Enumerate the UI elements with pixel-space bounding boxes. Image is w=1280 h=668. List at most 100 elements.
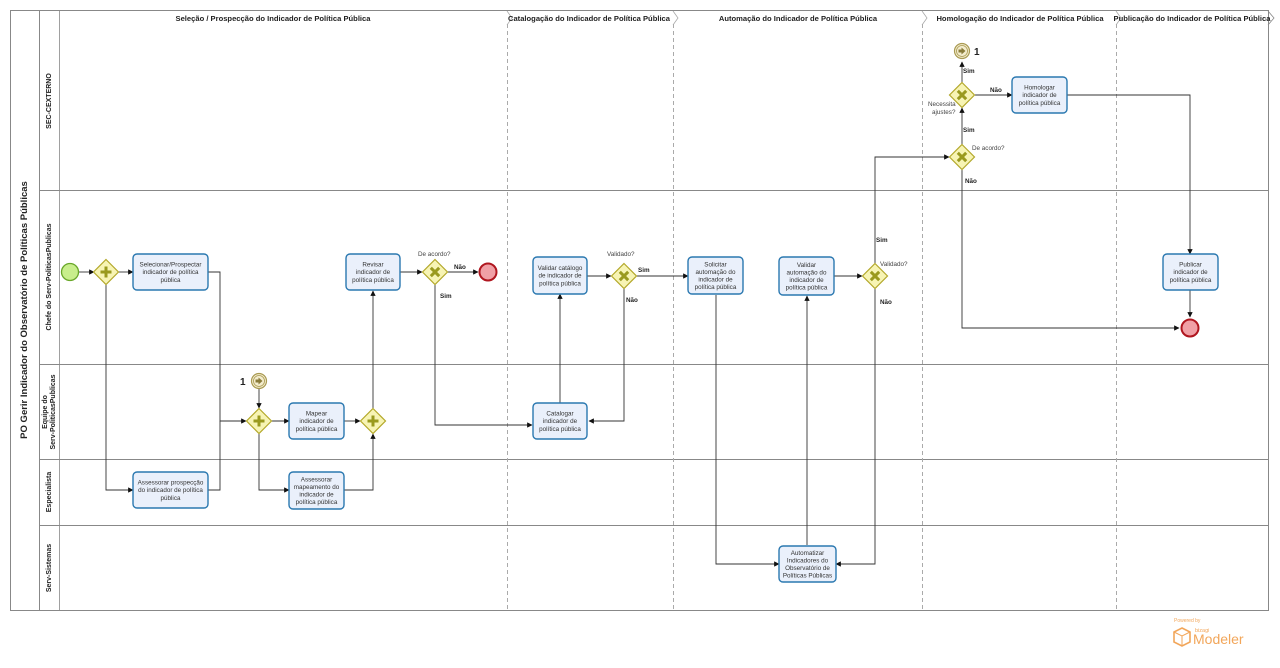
task-label-line: política pública [539,280,581,287]
flow-homologar-to-publicar [1067,94,1193,255]
start-event[interactable] [60,262,80,282]
task-label-line: Revisar [362,262,383,269]
task-label-line: indicador de [543,418,578,425]
parallel-gateway-join[interactable] [245,407,273,435]
task-box[interactable] [288,471,345,510]
task-box[interactable] [778,545,837,583]
task-label-line: Observatório de [785,565,830,572]
lane-equipe-line-1: Equipe do [42,395,49,429]
phase-automacao: Automação do Indicador de Política Públi… [719,14,878,23]
bizagi-logo: Powered by bizagi Modeler [1173,618,1244,647]
phase-catalogacao: Catalogação do Indicador de Política Púb… [508,14,671,23]
flow-label-nao: Não [626,297,638,304]
flow-label-nao: Não [880,299,892,306]
task-label-line: política pública [1019,100,1061,107]
lane-equipe-line-2: Serv-PoliticasPublicas [50,374,57,449]
flow-label-sim: Sim [963,68,975,75]
x-icon [618,270,630,282]
exclusive-gateway-validado-automacao[interactable] [861,262,889,290]
task-label-line: indicador de política [142,269,199,276]
link-catch-event[interactable]: 1 [240,372,268,390]
lane-especialista: Especialista [46,472,53,513]
exclusive-gateway-de-acordo[interactable] [421,258,449,286]
flow-assessorar-to-join [208,421,221,491]
task-label-line: política pública [786,285,828,292]
task-box[interactable] [687,256,744,295]
flow-label-sim: Sim [440,293,452,300]
link-throw-event[interactable]: 1 [953,42,981,60]
flow-label-sim: Sim [638,267,650,274]
task-label-line: indicador de [299,492,334,499]
task-label-line: Automatizar [791,550,825,557]
task-label-line: política pública [695,284,737,291]
lane-equipe: Equipe do Serv-PoliticasPublicas [42,374,57,449]
parallel-gateway-fork[interactable] [92,258,120,286]
lane-chefe: Chefe do Serv-PoliticasPublicas [46,223,53,330]
flow-label-sim: Sim [963,127,975,134]
task-box[interactable] [1162,253,1219,291]
link-arrow-icon [255,377,263,385]
link-number: 1 [240,377,246,388]
flow-gw-sim-to-de-acordo [874,154,950,263]
flow-fork-to-assessorar-prospeccao [105,284,134,493]
flow-assessorar-mapeamento-to-join2 [344,433,376,491]
task-label-line: indicador de [789,277,824,284]
plus-icon [100,266,112,278]
task-label-line: política pública [296,499,338,506]
task-box[interactable] [778,256,835,296]
parallel-gateway-join-mapeamento[interactable] [359,407,387,435]
phase-publicacao: Publicação do Indicador de Política Públ… [1114,14,1272,23]
exclusive-gateway-de-acordo-homologacao[interactable] [948,143,976,171]
task-box[interactable] [132,471,209,509]
gateway-label-validado: Validado? [607,251,635,258]
task-label-line: Indicadores do [787,557,829,564]
task-label-line: indicador de [299,418,334,425]
task-box[interactable] [1011,76,1068,114]
phase-selecao: Seleção / Prospecção do Indicador de Pol… [176,14,372,23]
task-box[interactable] [345,253,401,291]
task-box[interactable] [132,253,209,291]
exclusive-gateway-validado-catalogo[interactable] [610,262,638,290]
task-label-line: automação do [696,269,736,276]
phase-homologacao: Homologação do Indicador de Política Púb… [936,14,1104,23]
end-event-rejected[interactable] [478,262,498,282]
task-box[interactable] [532,402,588,440]
task-label-line: política pública [352,277,394,284]
powered-by-text: Powered by [1174,618,1201,624]
phases: Seleção / Prospecção do Indicador de Pol… [176,10,1275,610]
task-box[interactable] [532,256,588,295]
task-label-line: Validar catálogo [538,265,583,272]
task-label-line: Catalogar [546,411,573,418]
exclusive-gateway-necessita-ajustes[interactable] [948,81,976,109]
task-label-line: Homologar [1024,85,1055,92]
flow-label-nao: Não [965,178,977,185]
flow-label-nao: Não [454,264,466,271]
task-label-line: política pública [296,426,338,433]
end-event-published[interactable] [1180,318,1200,338]
gateway-label-validado: Validado? [880,261,908,268]
task-label-line: Políticas Públicas [783,573,832,580]
plus-icon [367,415,379,427]
lane-sec-cexterno: SEC-CEXTERNO [46,73,53,129]
modeler-text: Modeler [1193,631,1244,647]
link-arrow-icon [958,47,966,55]
task-label-line: do indicador de política [138,487,203,494]
task-box[interactable] [288,402,345,440]
lane-serv-sistemas: Serv-Sistemas [46,544,53,592]
flow-solicitar-to-automatizar [715,295,780,567]
task-label-line: indicador de [356,269,391,276]
